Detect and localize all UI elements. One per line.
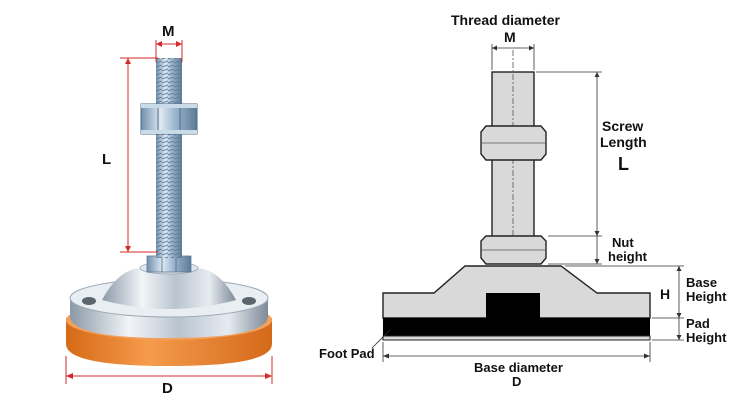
drawing-foot-pad	[383, 318, 650, 336]
label-foot-pad: Foot Pad	[319, 346, 375, 361]
chrome-dome	[102, 268, 236, 309]
label-length: Length	[600, 134, 647, 150]
label-thread-diameter: Thread diameter	[451, 12, 560, 28]
photo-label-l: L	[102, 151, 111, 168]
leveling-foot-photo: M L D	[65, 23, 273, 397]
label-pad: Pad	[686, 316, 710, 331]
lower-nut	[146, 255, 192, 273]
label-drawing-l: L	[618, 154, 629, 174]
label-drawing-d: D	[512, 374, 521, 389]
photo-label-m: M	[162, 23, 175, 40]
photo-label-d: D	[162, 380, 173, 397]
label-drawing-m: M	[504, 29, 516, 45]
base-cavity	[486, 293, 540, 318]
mount-hole-right	[242, 297, 256, 305]
mount-hole-left	[82, 297, 96, 305]
label-base: Base	[686, 275, 717, 290]
label-base-diameter: Base diameter	[474, 360, 563, 375]
label-base-height: Height	[686, 289, 727, 304]
label-drawing-h: H	[660, 286, 670, 302]
upper-nut	[140, 103, 198, 135]
label-nut: Nut	[612, 235, 634, 250]
label-pad-height: Height	[686, 330, 727, 345]
label-nut-height: height	[608, 249, 648, 264]
label-screw: Screw	[602, 118, 643, 134]
technical-drawing: Thread diameter M Screw Length L Nut hei…	[319, 12, 727, 389]
